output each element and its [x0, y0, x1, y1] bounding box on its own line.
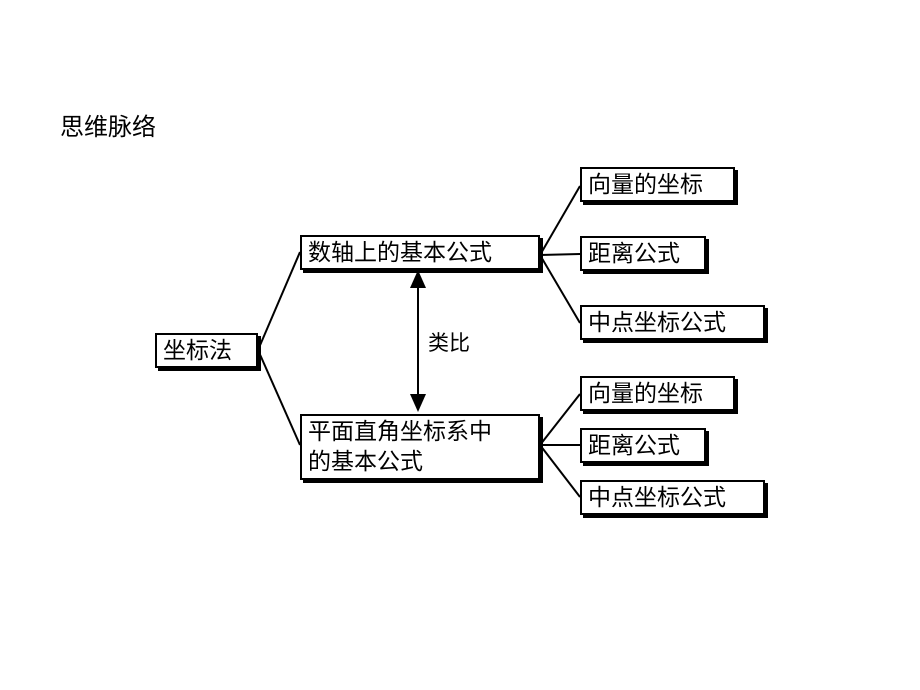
leaf-node-label: 距离公式 [588, 240, 680, 267]
leaf-node: 中点坐标公式 [580, 305, 765, 340]
branch-node-plane-line1: 平面直角坐标系中 [308, 419, 492, 445]
leaf-node-label: 中点坐标公式 [588, 309, 726, 336]
edge-b1-leaf1 [539, 185, 581, 256]
leaf-node-label: 中点坐标公式 [588, 484, 726, 511]
leaf-node-label: 向量的坐标 [588, 380, 703, 407]
branch-node-number-line: 数轴上的基本公式 [300, 235, 540, 270]
edge-root-branch2 [257, 349, 301, 446]
leaf-node-label: 向量的坐标 [588, 171, 703, 198]
branch-node-plane: 平面直角坐标系中 的基本公式 [300, 414, 540, 480]
diagram-title: 思维脉络 [60, 113, 156, 141]
edge-root-branch1 [257, 251, 301, 351]
leaf-node-label: 距离公式 [588, 432, 680, 459]
edge-b1-leaf3 [539, 254, 581, 324]
branch-node-number-line-label: 数轴上的基本公式 [308, 239, 492, 266]
leaf-node: 距离公式 [580, 428, 706, 463]
root-node-label: 坐标法 [163, 337, 232, 364]
edge-b1-leaf2 [539, 253, 581, 256]
leaf-node: 距离公式 [580, 236, 706, 271]
branch-node-plane-line2: 的基本公式 [308, 449, 423, 475]
edge-b2-leaf3 [539, 444, 581, 498]
leaf-node: 中点坐标公式 [580, 480, 765, 515]
analogy-label: 类比 [428, 331, 470, 355]
leaf-node: 向量的坐标 [580, 167, 735, 202]
root-node: 坐标法 [155, 333, 258, 368]
edge-b2-leaf1 [539, 393, 581, 446]
leaf-node: 向量的坐标 [580, 376, 735, 411]
